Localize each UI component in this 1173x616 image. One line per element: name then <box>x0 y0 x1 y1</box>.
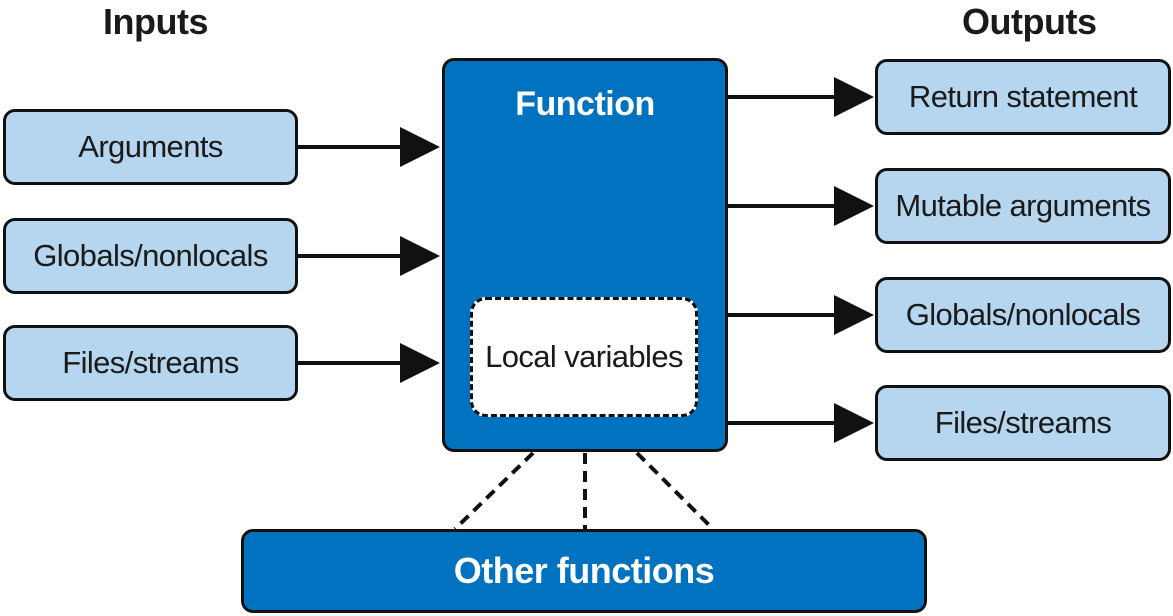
function-title: Function <box>515 85 655 123</box>
dashed-link-right <box>635 451 715 531</box>
outputs-heading: Outputs <box>962 1 1097 42</box>
other-functions-box: Other functions <box>241 529 927 613</box>
input-arguments-box: Arguments <box>3 109 298 185</box>
inputs-heading: Inputs <box>103 1 208 42</box>
input-globals-box: Globals/nonlocals <box>3 218 298 294</box>
output-return-box: Return statement <box>875 59 1171 135</box>
output-mutable-box: Mutable arguments <box>875 168 1171 244</box>
input-files-box: Files/streams <box>3 325 298 401</box>
output-files-box: Files/streams <box>875 385 1171 461</box>
dashed-link-left <box>453 451 535 531</box>
output-globals-box: Globals/nonlocals <box>875 277 1171 353</box>
local-variables-box: Local variables <box>470 297 698 417</box>
